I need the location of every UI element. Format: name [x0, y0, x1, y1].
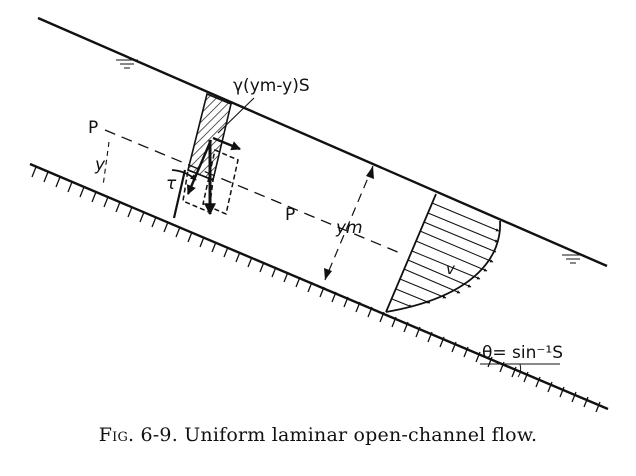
- bed-hatching: [31, 166, 601, 413]
- caption-text: Uniform laminar open-channel flow.: [184, 424, 538, 446]
- label-shear-expression: γ(ym-y)S: [233, 76, 310, 96]
- label-v: v: [446, 260, 456, 278]
- label-ym: ym: [335, 218, 363, 238]
- laminar-channel-diagram: P P y τ γ(ym-y)S ym v θ= sin⁻¹S: [29, 16, 609, 413]
- pressure-arrow: [186, 139, 213, 195]
- ym-arrowhead-top: [366, 166, 374, 179]
- water-surface-symbol-right: [562, 254, 584, 264]
- slope-angle-arc: [517, 363, 522, 378]
- water-surface-line: [37, 16, 608, 268]
- label-p-left: P: [88, 118, 98, 138]
- label-slope-angle: θ= sin⁻¹S: [482, 343, 563, 363]
- shear-force-arrow: [212, 136, 241, 151]
- element-dashed-box: [202, 148, 239, 216]
- element-side-line: [172, 169, 187, 219]
- label-y: y: [94, 155, 106, 175]
- leader-shear-expression: [217, 97, 255, 134]
- label-p-center: P: [285, 205, 295, 225]
- caption-prefix: Fig. 6-9.: [98, 424, 178, 446]
- figure-caption: Fig. 6-9. Uniform laminar open-channel f…: [0, 424, 636, 446]
- velocity-profile-baseline: [385, 193, 437, 313]
- ym-arrowhead-bottom: [324, 268, 332, 280]
- dimension-ym: [324, 165, 374, 281]
- dimension-y: [102, 141, 110, 187]
- velocity-vectors: [391, 202, 500, 308]
- label-tau: τ: [166, 174, 177, 194]
- velocity-profile-curve: [385, 220, 501, 313]
- tau-arrow: [171, 169, 197, 181]
- water-surface-symbol-left: [116, 59, 138, 69]
- channel-bed-line: [29, 162, 609, 411]
